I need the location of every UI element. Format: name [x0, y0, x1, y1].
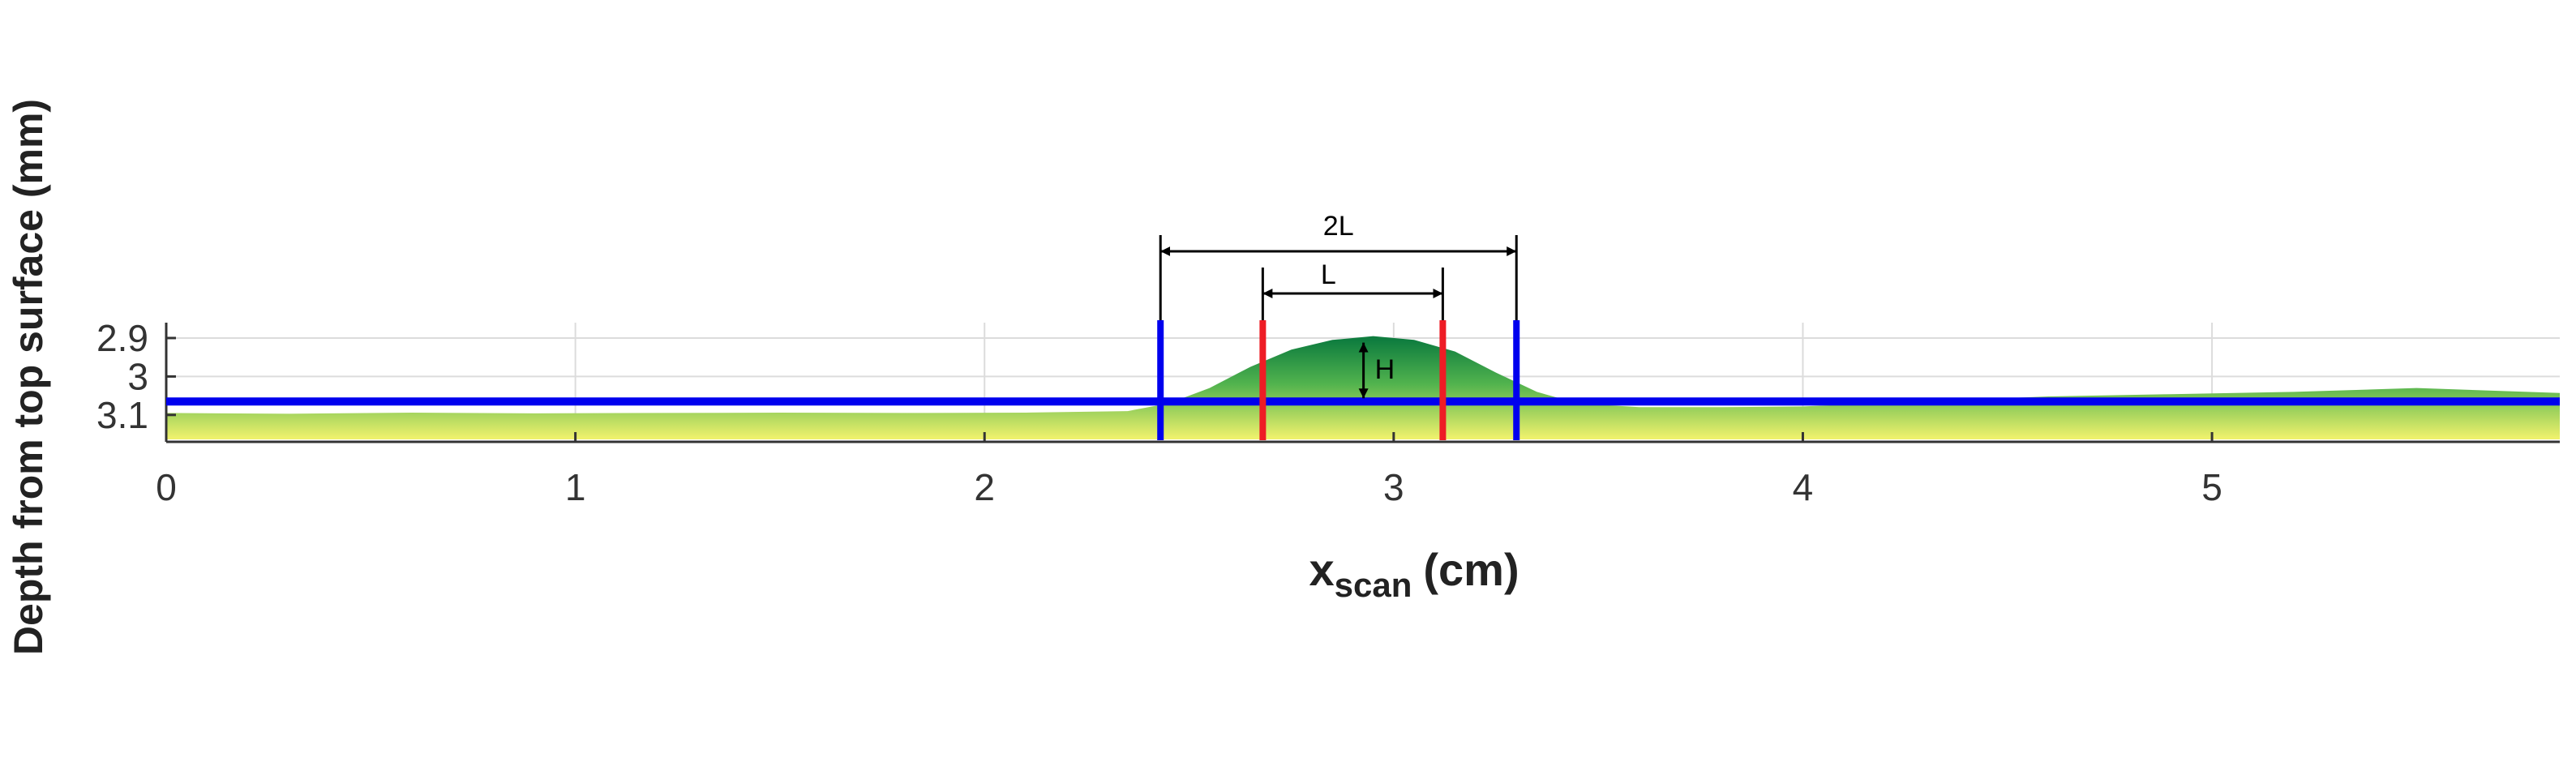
- h-label: H: [1375, 354, 1395, 385]
- x-tick-label: 3: [1383, 466, 1404, 508]
- y-tick-label: 3: [127, 355, 148, 397]
- x-tick-label: 4: [1793, 466, 1814, 508]
- x-axis-title-subscript: scan: [1335, 566, 1412, 604]
- x-axis-title: xscan (cm): [1309, 544, 1519, 604]
- x-axis-title-unit: (cm): [1423, 544, 1519, 595]
- y-axis-title: Depth from top surface (mm): [6, 99, 51, 655]
- x-tick-label: 1: [565, 466, 586, 508]
- two-l-label: 2L: [1323, 211, 1354, 242]
- x-tick-label: 5: [2201, 466, 2222, 508]
- l-label: L: [1321, 259, 1336, 290]
- y-tick-labels: 2.933.1: [96, 317, 148, 436]
- x-tick-label: 0: [156, 466, 177, 508]
- x-tick-label: 2: [974, 466, 995, 508]
- y-tick-label: 3.1: [96, 394, 148, 436]
- y-tick-label: 2.9: [96, 317, 148, 359]
- x-axis-title-main: x: [1309, 544, 1335, 595]
- annotation-markers: [166, 235, 2560, 440]
- x-tick-labels: 0 1 2 3 4 5: [156, 466, 2222, 508]
- axes: [165, 323, 2560, 443]
